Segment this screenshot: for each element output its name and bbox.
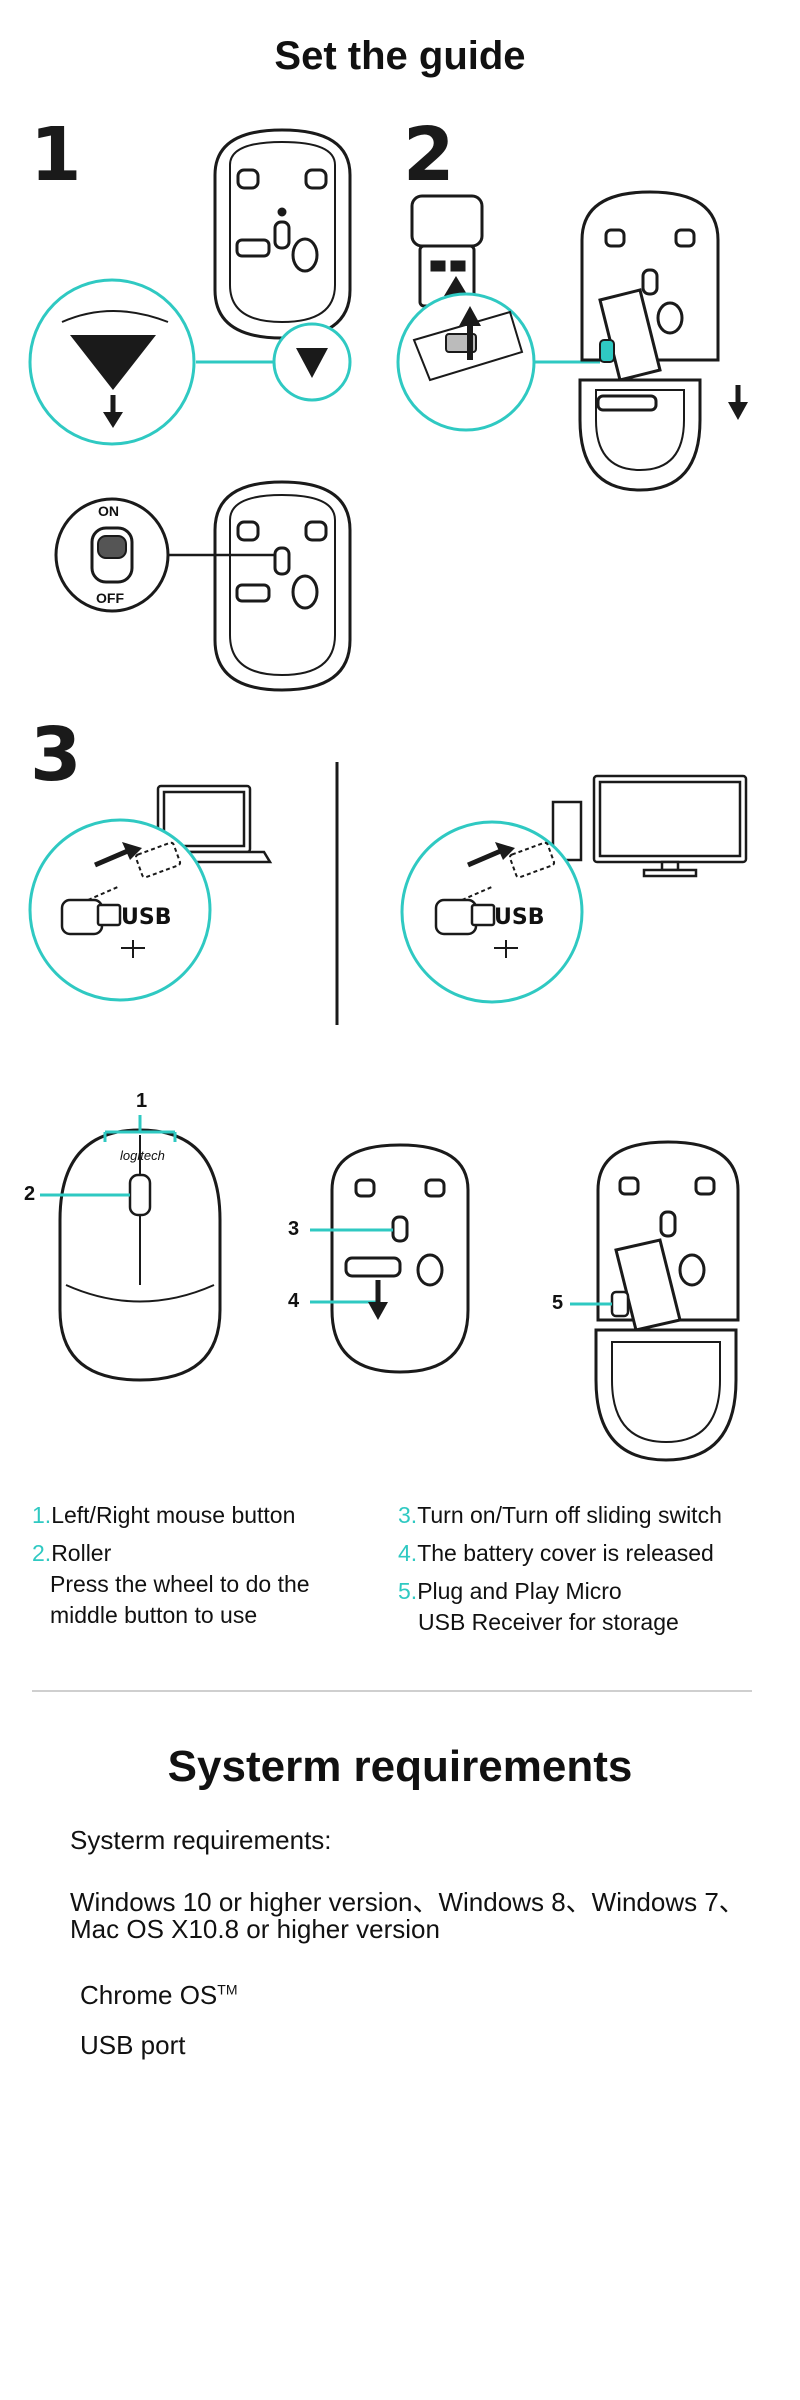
requirements-heading: Systerm requirements	[167, 1742, 633, 1791]
usb-receiver-icon-desktop	[434, 898, 496, 936]
callout-2: 2	[24, 1183, 36, 1205]
callout-1: 1	[136, 1090, 148, 1112]
legend-sub-5: USB Receiver for storage	[418, 1609, 679, 1636]
parts-diagram	[40, 1115, 740, 1462]
mouse-bottom-icon-2	[213, 480, 352, 692]
requirements-chrome: Chrome OSTM	[80, 1980, 237, 2011]
legend-num-2: 2.	[32, 1540, 52, 1566]
requirements-usb: USB port	[80, 2030, 186, 2060]
page-title: Set the guide	[274, 34, 526, 78]
usb-label-desktop: USB	[494, 905, 545, 930]
step-number-3: 3	[30, 712, 82, 798]
step3-illustration	[28, 762, 748, 1025]
legend-num-1: 1.	[32, 1502, 52, 1528]
brand-logo: logitech	[120, 1148, 165, 1163]
legend-item-1: 1.Left/Right mouse button	[32, 1500, 295, 1531]
legend-item-2: 2.Roller Press the wheel to do the middl…	[32, 1538, 310, 1631]
legend-sub-2a: Press the wheel to do the	[50, 1571, 310, 1598]
legend-item-4: 4.The battery cover is released	[398, 1538, 714, 1569]
legend-item-3: 3.Turn on/Turn off sliding switch	[398, 1500, 722, 1531]
step-number-2: 2	[403, 112, 455, 198]
mouse-bottom-icon	[213, 128, 352, 340]
switch-on-label: ON	[98, 503, 119, 519]
switch-off-label: OFF	[96, 590, 124, 606]
requirements-label: Systerm requirements:	[70, 1825, 332, 1855]
step-number-1: 1	[30, 112, 82, 198]
legend-text-1: Left/Right mouse button	[51, 1502, 296, 1528]
legend-text-2: Roller	[51, 1540, 112, 1566]
requirements-chrome-tm: TM	[217, 1981, 238, 1998]
legend-num-5: 5.	[398, 1578, 418, 1604]
requirements-chrome-text: Chrome OS	[80, 1980, 218, 2010]
callout-3: 3	[288, 1218, 300, 1240]
usb-label-laptop: USB	[121, 905, 172, 930]
legend-num-3: 3.	[398, 1502, 418, 1528]
usb-receiver-icon	[410, 194, 484, 308]
legend-num-4: 4.	[398, 1540, 418, 1566]
mouse-open-receiver-icon	[594, 1140, 740, 1462]
legend-text-3: Turn on/Turn off sliding switch	[417, 1502, 722, 1528]
legend-sub-2b: middle button to use	[50, 1602, 258, 1629]
requirements-os-line1: Windows 10 or higher version、Windows 8、W…	[70, 1887, 745, 1917]
callout-5: 5	[552, 1292, 564, 1314]
legend-item-5: 5.Plug and Play Micro USB Receiver for s…	[398, 1576, 679, 1638]
usb-receiver-icon-laptop	[60, 898, 122, 936]
requirements-os-line2: Mac OS X10.8 or higher version	[70, 1914, 440, 1944]
step1-illustration	[28, 128, 748, 692]
legend-text-4: The battery cover is released	[417, 1540, 714, 1566]
callout-4: 4	[288, 1290, 300, 1312]
desktop-computer-icon	[551, 774, 748, 878]
mouse-bottom-cover-icon	[330, 1143, 470, 1374]
legend-text-5: Plug and Play Micro	[417, 1578, 622, 1604]
section-divider	[32, 1690, 752, 1692]
